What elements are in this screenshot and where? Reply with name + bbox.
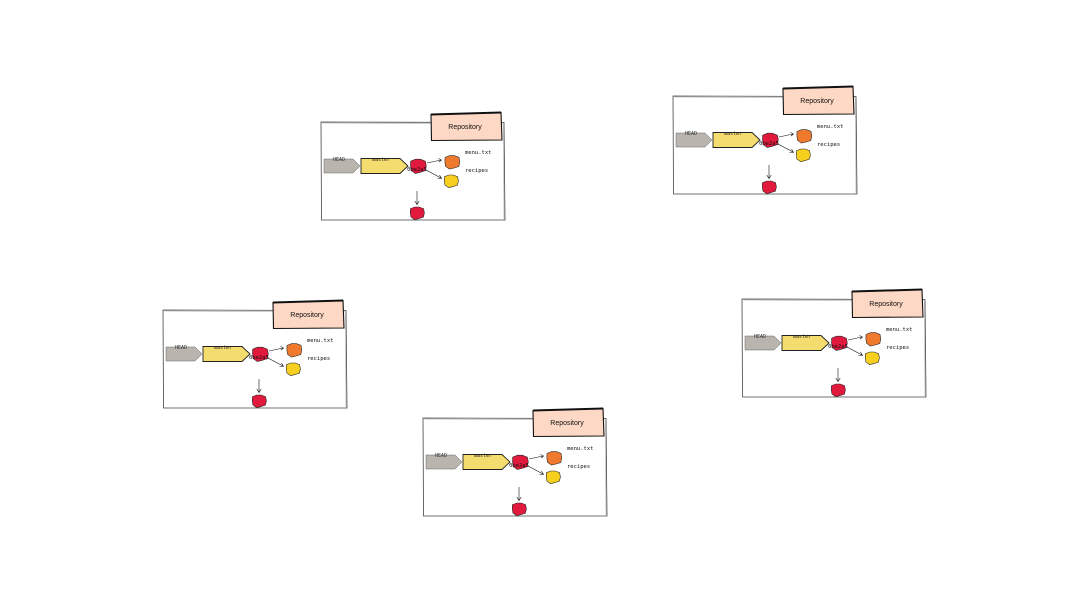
tree-label: recipes — [567, 464, 591, 470]
repository-label: Repository — [800, 98, 834, 105]
diagram-graphic — [162, 299, 348, 409]
diagram-graphic — [320, 111, 506, 221]
diagram-graphic — [422, 407, 608, 517]
commit-id-label: 0be2a5 — [407, 167, 427, 173]
file-blob-label: menu.txt — [886, 327, 913, 333]
head-pointer-label: HEAD — [684, 131, 698, 137]
commit-id-label: 0be2a5 — [509, 463, 529, 469]
diagram-graphic — [741, 288, 927, 398]
file-blob-label: menu.txt — [307, 338, 334, 344]
head-pointer-label: HEAD — [753, 334, 767, 340]
tree-label: recipes — [465, 168, 489, 174]
file-blob-label: menu.txt — [817, 124, 844, 130]
file-blob-label: menu.txt — [465, 150, 492, 156]
branch-label: master — [213, 345, 233, 351]
branch-label: master — [723, 131, 743, 137]
repository-label: Repository — [869, 301, 903, 308]
head-pointer-label: HEAD — [434, 453, 448, 459]
commit-id-label: 0be2a5 — [828, 344, 848, 350]
commit-id-label: 0be2a5 — [759, 141, 779, 147]
repository-label: Repository — [550, 420, 584, 427]
branch-label: master — [473, 453, 493, 459]
head-pointer-label: HEAD — [174, 345, 188, 351]
tree-label: recipes — [886, 345, 910, 351]
tree-label: recipes — [817, 142, 841, 148]
repository-label: Repository — [448, 124, 482, 131]
tree-label: recipes — [307, 356, 331, 362]
commit-id-label: 0be2a5 — [249, 355, 269, 361]
diagram-graphic — [672, 85, 858, 195]
branch-label: master — [792, 334, 812, 340]
repository-label: Repository — [290, 312, 324, 319]
head-pointer-label: HEAD — [332, 157, 346, 163]
branch-label: master — [371, 157, 391, 163]
file-blob-label: menu.txt — [567, 446, 594, 452]
